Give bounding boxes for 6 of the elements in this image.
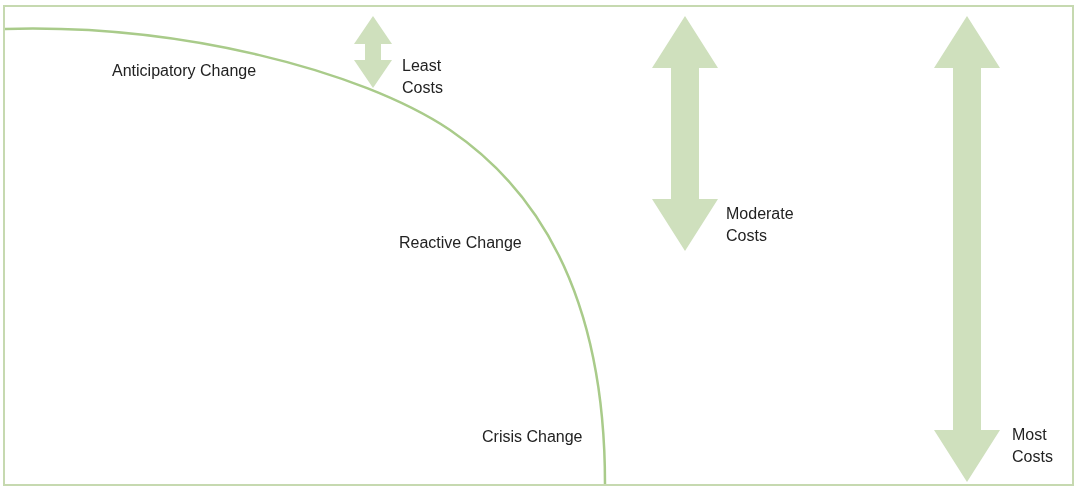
cost-label: Most Costs: [1012, 425, 1054, 467]
curve-label: Reactive Change: [399, 233, 522, 253]
curve-label: Anticipatory Change: [112, 61, 257, 81]
cost-label: Least Costs: [402, 56, 444, 98]
curve-label: Crisis Change: [482, 427, 583, 447]
cost-label: Moderate Costs: [726, 204, 795, 246]
